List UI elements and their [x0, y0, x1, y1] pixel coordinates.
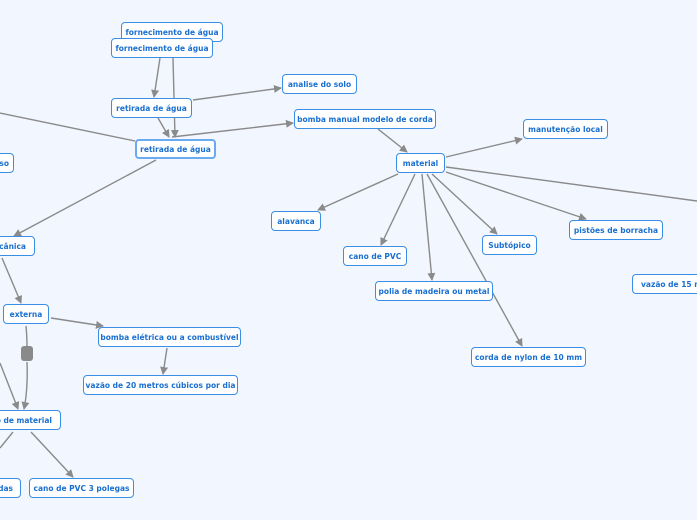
node-fornecimento[interactable]: fornecimento de água [111, 38, 213, 58]
node-material[interactable]: material [396, 153, 445, 173]
node-pistoes[interactable]: pistões de borracha [569, 220, 663, 240]
node-subtopico[interactable]: Subtópico [482, 235, 537, 255]
node-das[interactable]: das [0, 478, 21, 498]
node-alavanca[interactable]: alavanca [271, 211, 321, 231]
node-cano-pvc-3[interactable]: cano de PVC 3 polegas [29, 478, 134, 498]
node-analise-solo[interactable]: analise do solo [282, 74, 357, 94]
node-tipo-material[interactable]: o de material [0, 410, 61, 430]
node-bomba-eletrica[interactable]: bomba elétrica ou a combustível [98, 327, 241, 347]
node-bomba-manual[interactable]: bomba manual modelo de corda [294, 109, 436, 129]
node-manutencao[interactable]: manutenção local [523, 119, 608, 139]
node-mecanica[interactable]: ecânica [0, 236, 35, 256]
node-polia[interactable]: polia de madeira ou metal [375, 281, 493, 301]
node-retirada-2[interactable]: retirada de água [135, 139, 216, 159]
node-corda-nylon[interactable]: corda de nylon de 10 mm [471, 347, 586, 367]
collapse-toggle-handle[interactable] [21, 346, 33, 361]
node-retirada-1[interactable]: retirada de água [111, 98, 192, 118]
node-vazao-20[interactable]: vazão de 20 metros cúbicos por dia [83, 375, 238, 395]
node-cano-pvc[interactable]: cano de PVC [343, 246, 407, 266]
node-vazao-15[interactable]: vazão de 15 m [632, 274, 697, 294]
node-externa[interactable]: externa [3, 304, 49, 324]
node-left-partial[interactable]: so [0, 153, 14, 173]
